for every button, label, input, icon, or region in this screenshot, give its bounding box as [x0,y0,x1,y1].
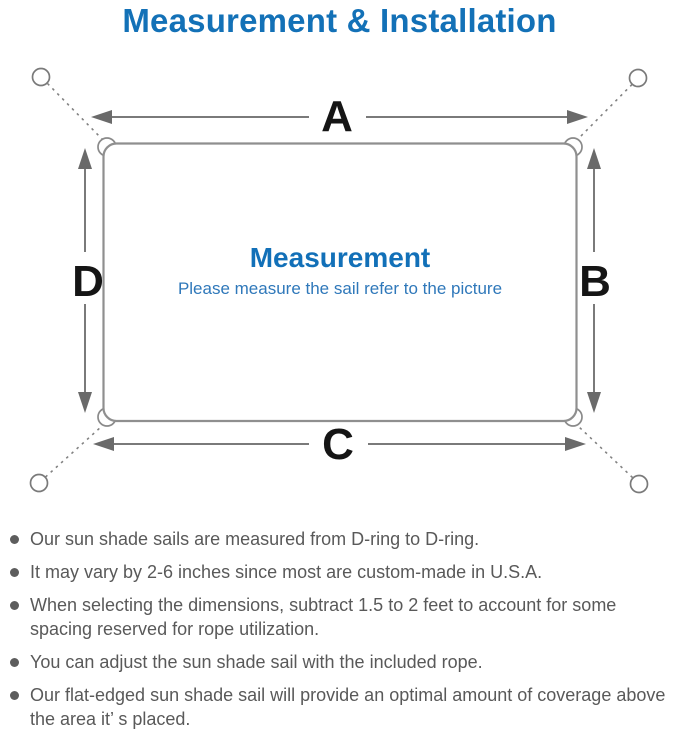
arrow-icon-d-up [78,148,92,169]
list-item-text: When selecting the dimensions, subtract … [30,595,617,639]
anchor-ring-icon-top-right [628,68,648,88]
dimension-arrowheads [78,110,601,451]
list-item-text: You can adjust the sun shade sail with t… [30,652,483,672]
sail-outline [102,142,578,423]
list-item: Our flat-edged sun shade sail will provi… [10,683,672,731]
anchor-ring-icon-bottom-right [629,474,649,494]
bullet-dot-icon [10,568,19,577]
anchor-ring-icon-bottom-left [29,473,49,493]
dashed-rope-line-top-left [46,82,103,140]
side-label-b: B [579,257,611,306]
arrow-icon-c-right [565,437,586,451]
measurement-diagram: A B C D [29,67,649,494]
page-title: Measurement & Installation [122,2,557,39]
guy-lines [44,82,634,479]
arrow-icon-a-right [567,110,588,124]
anchor-ring-icon-top-left [31,67,51,87]
anchor-rings [29,67,649,494]
arrow-icon-a-left [91,110,112,124]
dashed-rope-line-bottom-left [44,425,103,478]
side-label-a: A [321,92,353,141]
list-item-text: It may vary by 2-6 inches since most are… [30,562,543,582]
list-item-text: Our sun shade sails are measured from D-… [30,529,480,549]
arrow-icon-b-up [587,148,601,169]
dashed-rope-line-top-right [577,83,633,140]
arrow-icon-d-down [78,392,92,413]
side-label-d: D [72,257,104,306]
list-item: Our sun shade sails are measured from D-… [10,527,672,551]
dashed-rope-line-bottom-right [577,425,634,479]
bullet-dot-icon [10,535,19,544]
arrow-icon-c-left [93,437,114,451]
diagram-heading: Measurement [249,242,431,273]
dimension-lines [84,116,595,445]
diagram-subheading: Please measure the sail refer to the pic… [177,279,503,298]
list-item: When selecting the dimensions, subtract … [10,593,672,641]
list-item: You can adjust the sun shade sail with t… [10,650,672,674]
list-item-text: Our flat-edged sun shade sail will provi… [30,685,666,729]
arrow-icon-b-down [587,392,601,413]
diagram-center-text: Measurement Please measure the sail refe… [103,242,577,299]
bullet-dot-icon [10,658,19,667]
bullet-dot-icon [10,691,19,700]
bullet-dot-icon [10,601,19,610]
list-item: It may vary by 2-6 inches since most are… [10,560,672,584]
notes-list: Our sun shade sails are measured from D-… [10,527,672,739]
side-label-c: C [322,420,354,469]
